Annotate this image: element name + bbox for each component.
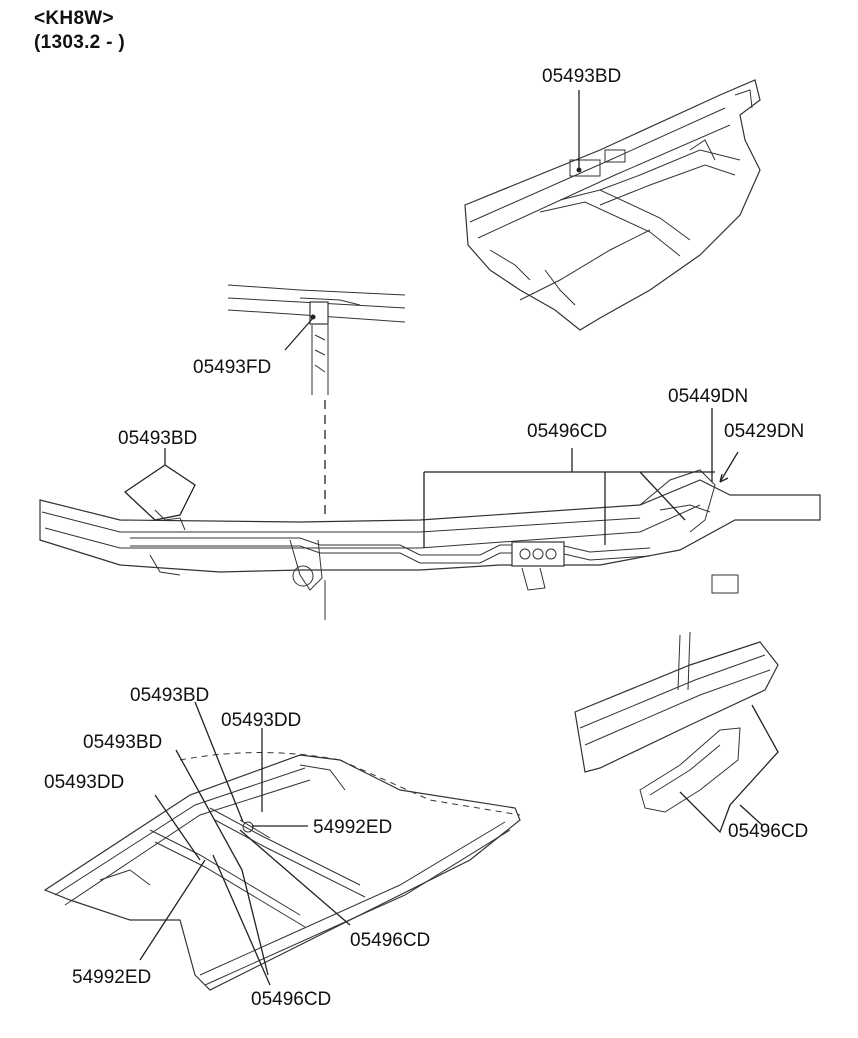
top-right-frame-view: 05493BD — [464, 66, 761, 331]
date-range: (1303.2 - ) — [34, 32, 125, 53]
callout-54992ed-bottom-g: 54992ED — [72, 967, 151, 988]
callout-05493dd-bottom-b: 05493DD — [221, 710, 301, 731]
callout-05449dn: 05449DN — [668, 386, 748, 407]
top-center-detail-view: 05493FD — [193, 284, 406, 520]
model-code: <KH8W> — [34, 8, 114, 29]
callout-05493bd-top: 05493BD — [542, 66, 621, 87]
callout-05493bd-bottom-a: 05493BD — [130, 685, 209, 706]
callout-54992ed-bottom-e: 54992ED — [313, 817, 392, 838]
callout-05496cd-main: 05496CD — [527, 421, 607, 442]
callout-05493bd-bottom-c: 05493BD — [83, 732, 162, 753]
callout-05496cd-bottom-h: 05496CD — [251, 989, 331, 1010]
callout-05496cd-detail: 05496CD — [728, 821, 808, 842]
main-frame-side-view: 05493BD 05496CD 05449DN 05429DN — [39, 386, 821, 620]
callout-05493dd-bottom-d: 05493DD — [44, 772, 124, 793]
bottom-right-detail-view: 05496CD — [574, 631, 808, 842]
callout-05429dn: 05429DN — [724, 421, 804, 442]
callout-05493fd: 05493FD — [193, 357, 271, 378]
callout-05493bd-main: 05493BD — [118, 428, 197, 449]
callout-05496cd-bottom-f: 05496CD — [350, 930, 430, 951]
bottom-left-chassis-view: 05493BD 05493DD 05493BD 05493DD 54992ED … — [43, 685, 521, 1010]
